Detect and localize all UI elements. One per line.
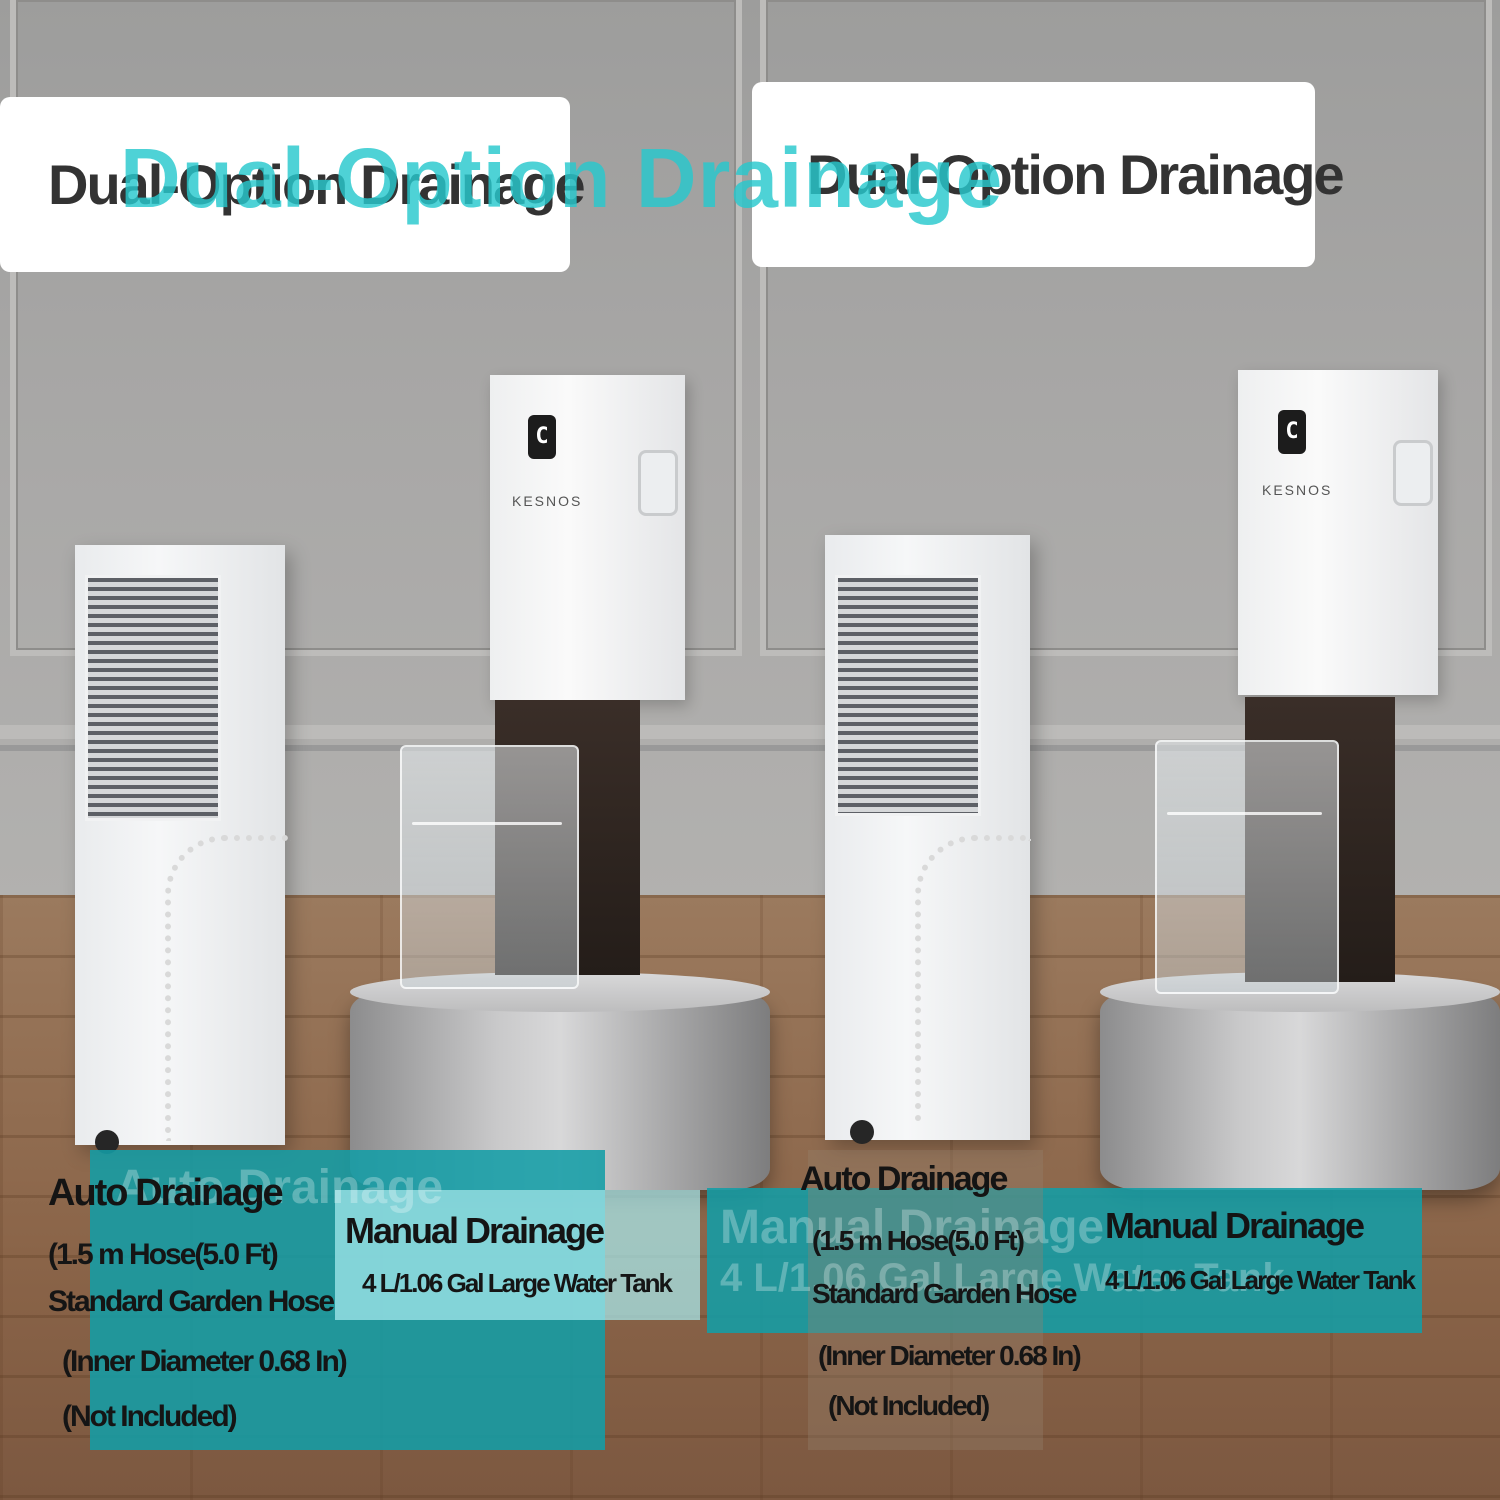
chair-rail-lower — [0, 745, 1500, 751]
manual-line-right: 4 L/1.06 Gal Large Water Tank — [1105, 1265, 1416, 1295]
water-tank-left — [400, 745, 579, 989]
title-card-left-text: Dual-Option Drainage — [48, 153, 586, 216]
dehumidifier-left-back: C KESNOS — [490, 375, 685, 700]
wall-panel-right — [760, 0, 1492, 656]
spec-line-left-3: (Inner Diameter 0.68 In) — [62, 1345, 348, 1378]
wall-panel-left — [10, 0, 742, 656]
brand-label: KESNOS — [1262, 482, 1333, 498]
heading-manual-drainage-right: Manual Drainage — [1105, 1205, 1365, 1246]
spec-line-left-4: (Not Included) — [62, 1400, 238, 1433]
water-surface — [412, 822, 562, 825]
spec-line-right-3: (Inner Diameter 0.68 In) — [818, 1340, 1082, 1371]
dehumidifier-left-front — [75, 545, 291, 1154]
info-panel-right — [707, 1188, 1422, 1333]
title-card-left: Dual-Option Drainage — [0, 97, 586, 272]
heading-auto-drainage-right: Auto Drainage — [800, 1160, 1008, 1198]
display-icon: C — [1278, 410, 1306, 454]
spec-line-right-4: (Not Included) — [828, 1390, 990, 1421]
dehumidifier-right-back: C KESNOS — [1238, 370, 1438, 695]
water-tank-right — [1155, 740, 1339, 994]
air-grille — [85, 575, 221, 821]
spec-line-left-2: Standard Garden Hose — [48, 1285, 335, 1318]
ghost-heading-right: Manual Drainage — [720, 1201, 1105, 1254]
handle-icon — [638, 450, 678, 516]
drain-hose-icon — [165, 835, 291, 1141]
heading-auto-drainage-left: Auto Drainage — [48, 1172, 284, 1214]
chair-rail — [0, 725, 1500, 739]
info-panel-right-auto — [808, 1150, 1043, 1450]
info-panel-left-manual — [335, 1190, 700, 1320]
wheel — [850, 1120, 874, 1144]
water-surface — [1167, 812, 1322, 815]
drain-hose-icon — [915, 835, 1031, 1121]
spec-line-left-1: (1.5 m Hose(5.0 Ft) — [48, 1238, 279, 1271]
display-icon: C — [528, 415, 556, 459]
brand-label: KESNOS — [512, 493, 583, 509]
spec-line-right-1: (1.5 m Hose(5.0 Ft) — [812, 1225, 1025, 1256]
manual-line-left: 4 L/1.06 Gal Large Water Tank — [362, 1268, 673, 1298]
headline: Dual-Option Drainage — [120, 131, 1004, 225]
heading-manual-drainage-left: Manual Drainage — [345, 1210, 605, 1251]
ghost-line-right: 4 L/1.06 Gal Large Water Tank — [720, 1256, 1285, 1300]
ghost-heading-left: Auto Drainage — [115, 1161, 444, 1214]
air-grille — [835, 575, 981, 816]
title-card-right: Dual-Option Drainage — [752, 82, 1345, 267]
title-card-right-text: Dual-Option Drainage — [807, 143, 1345, 206]
dehumidifier-right-front — [825, 535, 1031, 1144]
handle-icon — [1393, 440, 1433, 506]
pedestal-right — [1100, 972, 1500, 1190]
spec-line-right-2: Standard Garden Hose — [812, 1278, 1077, 1309]
